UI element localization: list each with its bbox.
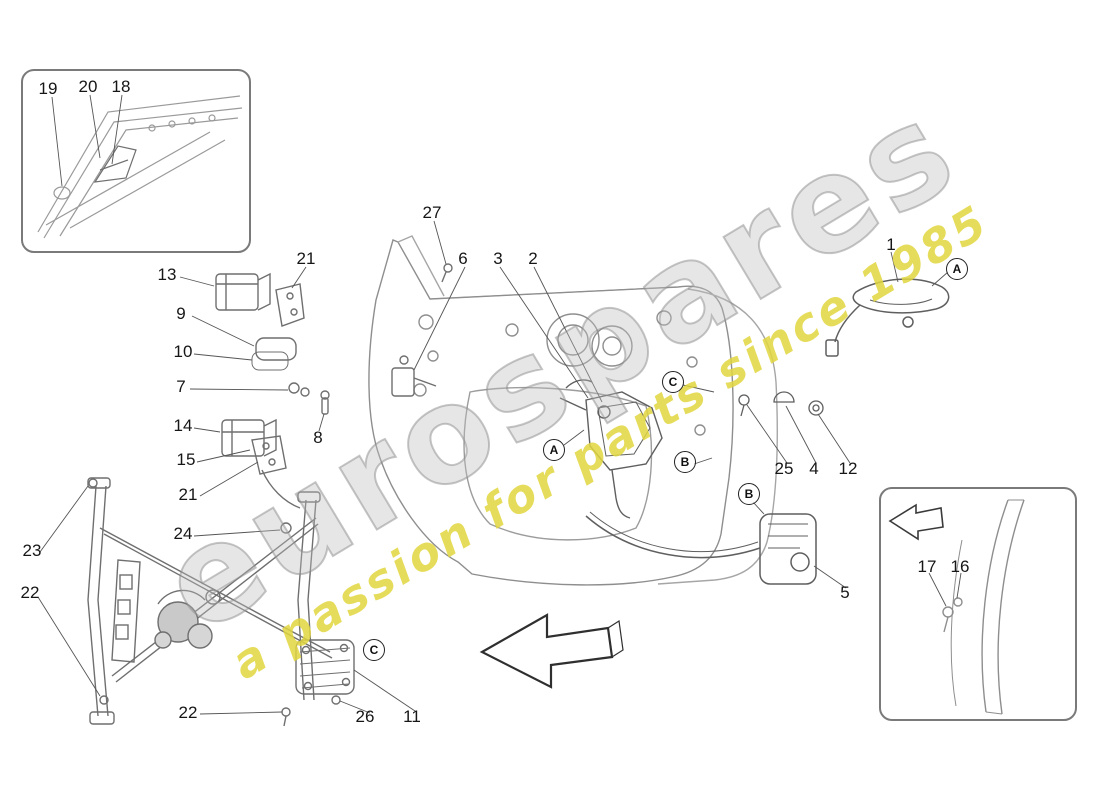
leader-lines bbox=[37, 94, 962, 715]
callout-12: 12 bbox=[838, 459, 858, 478]
callout-6: 6 bbox=[458, 249, 468, 268]
callout-24: 24 bbox=[173, 524, 193, 543]
window-regulator-right-drawing bbox=[261, 469, 355, 727]
marker-a-handle: A bbox=[946, 258, 968, 280]
door-handle-drawing bbox=[825, 278, 950, 357]
callout-18: 18 bbox=[111, 77, 131, 96]
marker-b-actuator: B bbox=[738, 483, 760, 505]
callout-5: 5 bbox=[840, 583, 850, 602]
hinge-lower-drawing bbox=[221, 418, 287, 475]
callout-25: 25 bbox=[774, 459, 794, 478]
door-trim-inset-drawing bbox=[37, 95, 243, 239]
callout-2: 2 bbox=[528, 249, 538, 268]
callout-14: 14 bbox=[173, 416, 193, 435]
callout-4: 4 bbox=[809, 459, 819, 478]
callout-26: 26 bbox=[355, 707, 375, 726]
callout-21-upper: 21 bbox=[296, 249, 316, 268]
callout-13: 13 bbox=[157, 265, 177, 284]
inset-box-bottom-right bbox=[879, 487, 1077, 721]
callout-10: 10 bbox=[173, 342, 193, 361]
callout-8: 8 bbox=[313, 428, 323, 447]
callout-15: 15 bbox=[176, 450, 196, 469]
lock-actuator-drawing bbox=[585, 511, 817, 585]
callout-1: 1 bbox=[886, 235, 896, 254]
inset-boxes bbox=[21, 69, 1077, 721]
callout-3: 3 bbox=[493, 249, 503, 268]
callout-19: 19 bbox=[38, 79, 58, 98]
callout-22-bottom: 22 bbox=[178, 703, 198, 722]
callout-22-left: 22 bbox=[20, 583, 40, 602]
callout-27: 27 bbox=[422, 203, 442, 222]
door-edge-inset-drawing bbox=[888, 499, 1025, 715]
door-check-drawing bbox=[391, 355, 437, 397]
window-regulator-left-drawing bbox=[87, 477, 333, 725]
marker-c-door: C bbox=[662, 371, 684, 393]
marker-c-regulator: C bbox=[363, 639, 385, 661]
callout-17: 17 bbox=[917, 557, 937, 576]
lock-fasteners-drawing bbox=[738, 391, 824, 417]
callout-9: 9 bbox=[176, 304, 186, 323]
door-panel-drawing bbox=[368, 235, 778, 586]
callout-7: 7 bbox=[176, 377, 186, 396]
callout-11: 11 bbox=[403, 707, 421, 726]
callout-16: 16 bbox=[950, 557, 970, 576]
marker-a-door: A bbox=[543, 439, 565, 461]
inset-box-top-left bbox=[21, 69, 251, 253]
check-strap-parts-drawing bbox=[251, 337, 330, 415]
callout-20: 20 bbox=[78, 77, 98, 96]
door-lock-drawing bbox=[559, 379, 663, 519]
marker-b-door: B bbox=[674, 451, 696, 473]
callout-23: 23 bbox=[22, 541, 42, 560]
hinge-upper-drawing bbox=[215, 272, 305, 327]
callout-21-lower: 21 bbox=[178, 485, 198, 504]
direction-arrow bbox=[479, 613, 624, 689]
